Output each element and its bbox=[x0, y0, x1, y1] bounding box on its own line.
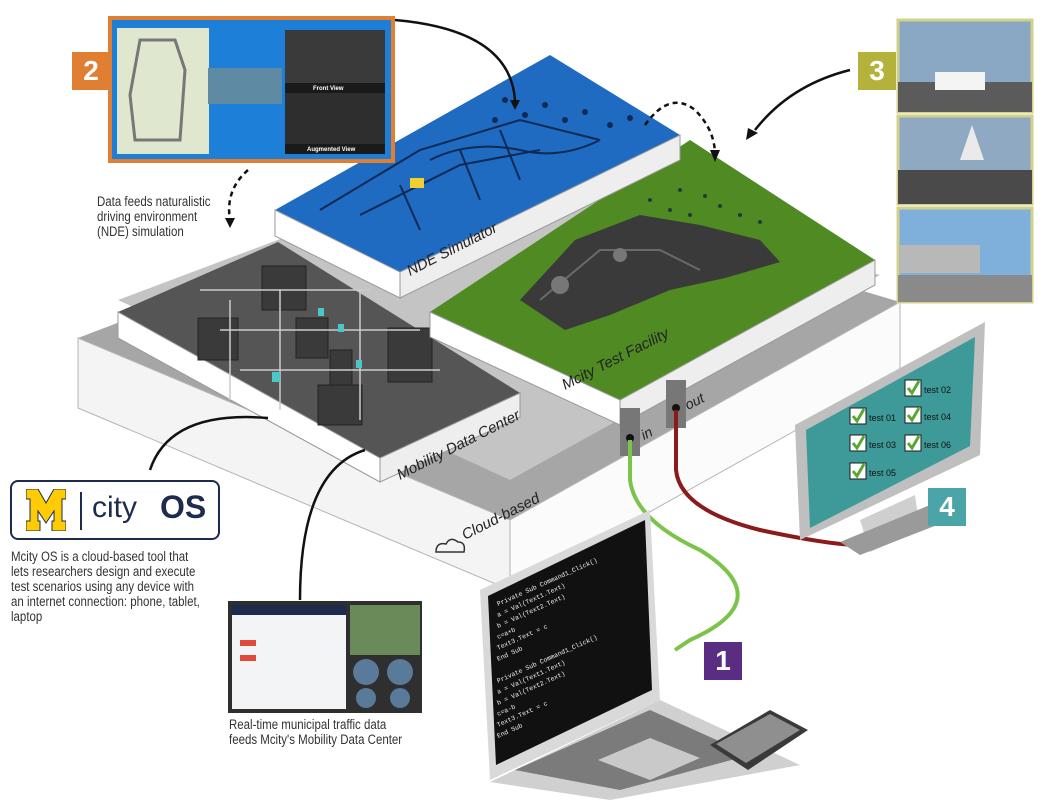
cloud-icon bbox=[435, 538, 466, 553]
traffic-screenshot bbox=[228, 601, 422, 713]
in-cable bbox=[628, 440, 740, 652]
augmented-view-label: Augmented View bbox=[307, 147, 356, 153]
test-label: test 06 bbox=[924, 440, 951, 450]
arrow-simulation-to-nde bbox=[394, 18, 517, 101]
test-label: test 02 bbox=[924, 385, 951, 395]
check-icon bbox=[851, 463, 866, 479]
test-label: test 04 bbox=[924, 412, 951, 422]
pointer-traffic bbox=[298, 448, 366, 601]
badge-2: 2 bbox=[72, 52, 110, 90]
check-icon bbox=[906, 407, 921, 423]
laptop bbox=[480, 510, 800, 800]
simulation-thumbnail bbox=[108, 16, 395, 163]
flow-arrows bbox=[148, 18, 851, 601]
badge-3: 3 bbox=[858, 52, 896, 90]
mcity-os-caption: Mcity OS is a cloud-based tool that lets… bbox=[11, 549, 200, 624]
monitor-test-item: test 05 bbox=[849, 462, 896, 480]
mcity-os-logo: city OS bbox=[10, 480, 220, 540]
block-m-icon bbox=[26, 489, 66, 531]
check-icon bbox=[906, 380, 921, 396]
check-icon bbox=[851, 435, 866, 451]
arrowheads bbox=[225, 100, 758, 228]
badge-4: 4 bbox=[928, 488, 966, 526]
logo-os: OS bbox=[160, 489, 207, 525]
facility-photos bbox=[896, 18, 1034, 304]
nde-caption: Data feeds naturalistic driving environm… bbox=[97, 194, 211, 239]
server-racks bbox=[197, 265, 433, 426]
arrow-photos-to-facility bbox=[754, 68, 851, 131]
data-center-block bbox=[117, 242, 521, 483]
logo-city: city bbox=[92, 491, 137, 524]
monitor-test-item: test 06 bbox=[904, 434, 951, 452]
test-label: test 03 bbox=[869, 440, 896, 450]
check-icon bbox=[906, 435, 921, 451]
monitor-test-item: test 02 bbox=[904, 379, 951, 397]
phone bbox=[710, 710, 808, 770]
pointer-logo bbox=[148, 415, 269, 471]
test-label: test 01 bbox=[869, 413, 896, 423]
traffic-caption: Real-time municipal traffic data feeds M… bbox=[229, 717, 403, 747]
nde-simulator-block bbox=[274, 55, 681, 299]
check-icon bbox=[851, 408, 866, 424]
monitor-test-item: test 03 bbox=[849, 434, 896, 452]
badge-1: 1 bbox=[704, 642, 742, 680]
arrow-datacenter-to-nde bbox=[227, 169, 249, 221]
monitor-test-item: test 01 bbox=[849, 407, 896, 425]
logo-divider bbox=[80, 492, 82, 530]
monitor bbox=[795, 322, 985, 555]
test-label: test 05 bbox=[869, 468, 896, 478]
monitor-test-item: test 04 bbox=[904, 406, 951, 424]
out-cable bbox=[674, 410, 861, 547]
front-view-label: Front View bbox=[313, 86, 344, 92]
arrow-nde-facility bbox=[643, 101, 717, 156]
